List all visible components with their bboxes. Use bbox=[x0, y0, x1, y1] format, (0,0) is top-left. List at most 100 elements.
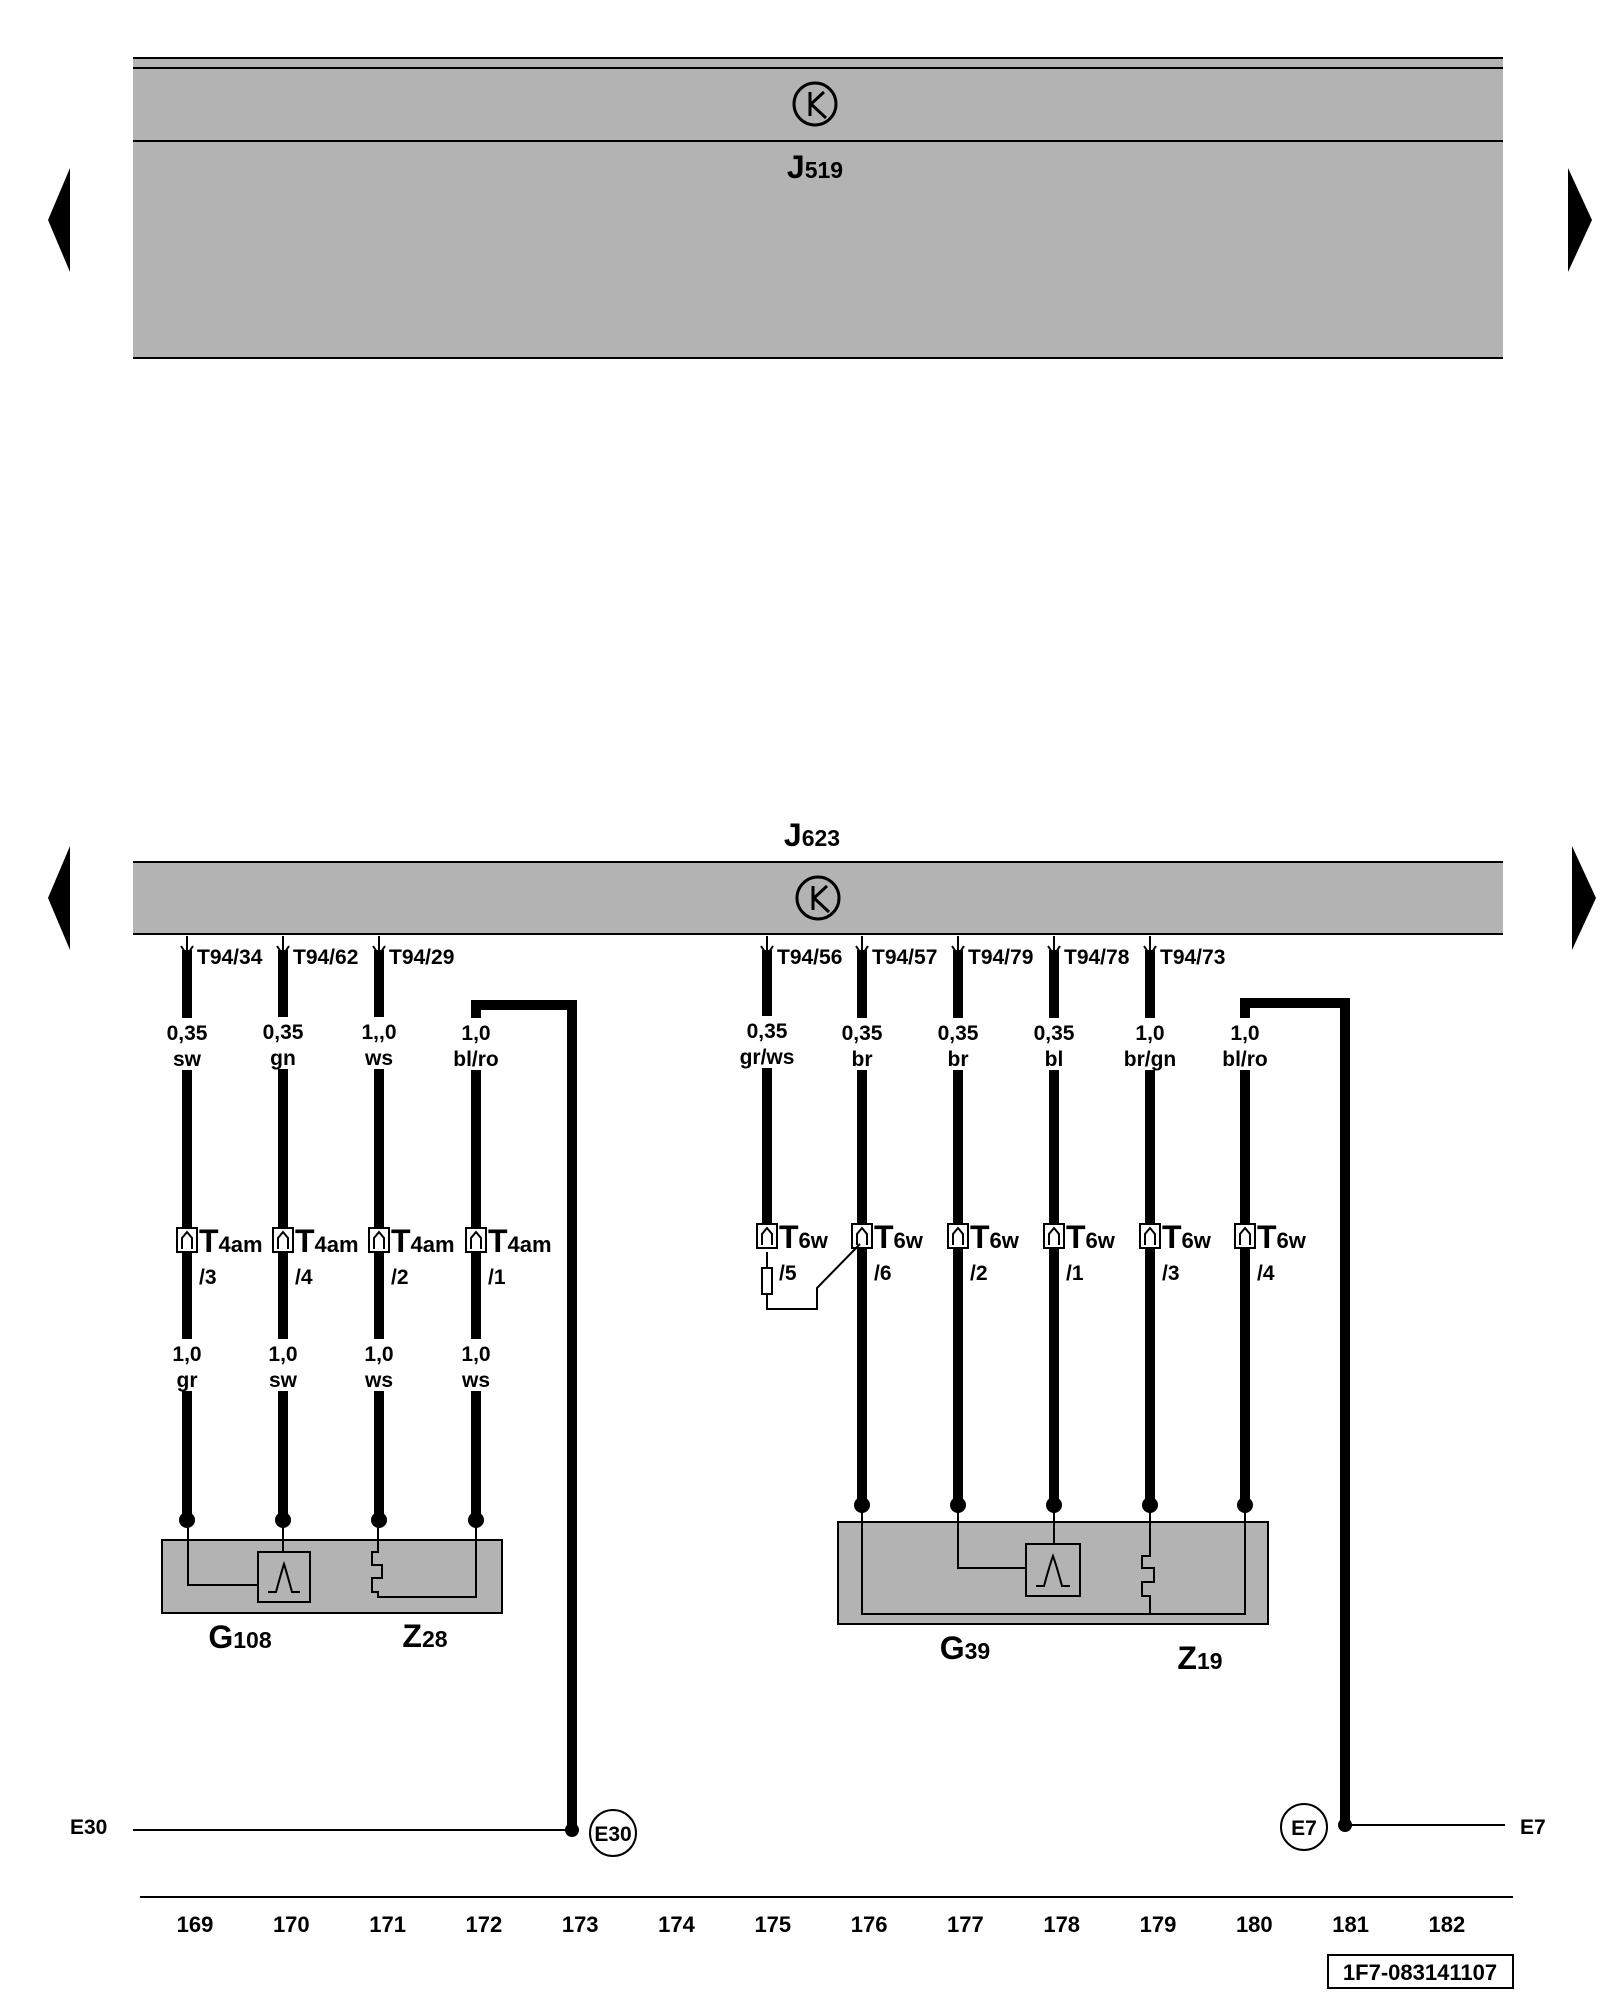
pin-label: T94/78 bbox=[1064, 946, 1130, 969]
wire-size: 0,35 bbox=[747, 1020, 788, 1043]
wire-size: 0,35 bbox=[263, 1021, 304, 1044]
wire-color: sw bbox=[269, 1369, 298, 1392]
column-number: 171 bbox=[369, 1912, 406, 1937]
control-unit-icon bbox=[792, 81, 838, 127]
wire-ground-e30 bbox=[471, 1000, 577, 1830]
prev-page-arrow-top[interactable] bbox=[48, 168, 70, 272]
connector-8: T6w/3 bbox=[1139, 1219, 1212, 1285]
connector-0: T4am/3 bbox=[176, 1223, 263, 1289]
connector-label: T4am bbox=[488, 1223, 552, 1259]
column-number: 180 bbox=[1236, 1912, 1273, 1937]
pin-0: T94/34 bbox=[180, 936, 263, 969]
wire-size: 0,35 bbox=[1034, 1022, 1075, 1045]
component-label-2: G39 bbox=[940, 1630, 990, 1666]
connectors-layer: T4am/3T4am/4T4am/2T4am/1T6w/5T6w/6T6w/2T… bbox=[176, 1219, 1307, 1289]
connector-label: T6w bbox=[1257, 1219, 1307, 1255]
wire-color: br bbox=[948, 1048, 969, 1071]
column-number: 173 bbox=[562, 1912, 599, 1937]
connector-pin: /2 bbox=[391, 1266, 409, 1289]
wire-size: 1,0 bbox=[172, 1343, 201, 1366]
wire-color: bl/ro bbox=[1222, 1048, 1268, 1071]
connector-pin: /4 bbox=[1257, 1262, 1275, 1285]
column-number: 169 bbox=[177, 1912, 214, 1937]
ground-e30-label: E30 bbox=[70, 1816, 107, 1839]
column-number: 179 bbox=[1140, 1912, 1177, 1937]
pin-4: T94/57 bbox=[855, 936, 937, 969]
column-number: 177 bbox=[947, 1912, 984, 1937]
pin-6: T94/78 bbox=[1047, 936, 1130, 969]
wire-color: sw bbox=[173, 1048, 202, 1071]
pin-label: T94/79 bbox=[968, 946, 1033, 969]
connector-label: T4am bbox=[199, 1223, 263, 1259]
wire-size: 0,35 bbox=[167, 1022, 208, 1045]
connector-pin: /3 bbox=[1162, 1262, 1180, 1285]
wire-color: ws bbox=[461, 1369, 490, 1392]
column-number: 176 bbox=[851, 1912, 888, 1937]
connector-2: T4am/2 bbox=[368, 1223, 455, 1289]
ground-e30-circle bbox=[589, 1809, 637, 1857]
connector-7: T6w/1 bbox=[1043, 1219, 1116, 1285]
connector-pin: /2 bbox=[970, 1262, 988, 1285]
document-id-box: 1F7-083141107 bbox=[1327, 1954, 1514, 1989]
pins-layer: T94/34 T94/62 T94/29 T94/56 T94/57 T94/79 T94/… bbox=[180, 936, 1225, 969]
pin-5: T94/79 bbox=[951, 936, 1033, 969]
column-number: 175 bbox=[754, 1912, 791, 1937]
component-label-3: Z19 bbox=[1177, 1640, 1222, 1676]
connector-label: T4am bbox=[295, 1223, 359, 1259]
connector-label: T4am bbox=[391, 1223, 455, 1259]
ground-e30-circle-label: E30 bbox=[594, 1823, 631, 1846]
connector-label: T6w bbox=[1162, 1219, 1212, 1255]
resistor-bridge bbox=[761, 1243, 861, 1310]
module-j623 bbox=[133, 861, 1503, 935]
connector-label: T6w bbox=[874, 1219, 924, 1255]
next-page-arrow-bottom[interactable] bbox=[1572, 846, 1596, 950]
connector-pin: /3 bbox=[199, 1266, 217, 1289]
module-j519: J519 bbox=[133, 57, 1503, 359]
connector-pin: /1 bbox=[1066, 1262, 1084, 1285]
pin-label: T94/62 bbox=[293, 946, 358, 969]
connector-pin: /4 bbox=[295, 1266, 313, 1289]
connector-1: T4am/4 bbox=[272, 1223, 359, 1289]
next-page-arrow-top[interactable] bbox=[1568, 168, 1592, 272]
document-id: 1F7-083141107 bbox=[1343, 1960, 1497, 1985]
wires-layer bbox=[179, 950, 1350, 1830]
connector-pin: /6 bbox=[874, 1262, 892, 1285]
wire-color: bl/ro bbox=[453, 1048, 499, 1071]
wire-color: bl bbox=[1045, 1048, 1064, 1071]
connector-label: T6w bbox=[970, 1219, 1020, 1255]
connector-pin: /1 bbox=[488, 1266, 506, 1289]
ground-e7-circle bbox=[1280, 1803, 1328, 1851]
module-j519-label: J519 bbox=[787, 149, 843, 185]
wire-color: ws bbox=[364, 1047, 393, 1070]
pin-label: T94/57 bbox=[872, 946, 937, 969]
wire-size: 1,0 bbox=[461, 1022, 490, 1045]
pin-label: T94/73 bbox=[1160, 946, 1225, 969]
column-number: 181 bbox=[1332, 1912, 1369, 1937]
pin-7: T94/73 bbox=[1143, 936, 1225, 969]
wire-color: gr bbox=[177, 1369, 198, 1392]
wire-size: 1,0 bbox=[461, 1343, 490, 1366]
pin-label: T94/29 bbox=[389, 946, 454, 969]
wire-color: ws bbox=[364, 1369, 393, 1392]
connector-9: T6w/4 bbox=[1234, 1219, 1307, 1285]
wire-ground-e7 bbox=[1240, 998, 1350, 1825]
column-number: 172 bbox=[466, 1912, 503, 1937]
pin-3: T94/56 bbox=[760, 936, 842, 969]
control-unit-icon bbox=[795, 875, 841, 921]
prev-page-arrow-bottom[interactable] bbox=[48, 846, 70, 950]
component-label-0: G108 bbox=[208, 1619, 271, 1655]
pin-label: T94/56 bbox=[777, 946, 842, 969]
wire-color: br/gn bbox=[1124, 1048, 1177, 1071]
ground-e30: E30 E30 bbox=[70, 1809, 637, 1857]
module-j623-label: J623 bbox=[784, 817, 840, 853]
ground-e30-junction bbox=[565, 1823, 579, 1837]
wire-size: 1,,0 bbox=[361, 1021, 396, 1044]
connector-5: T6w/6 bbox=[851, 1219, 924, 1285]
wire-color: gr/ws bbox=[740, 1046, 795, 1069]
wire-color: br bbox=[852, 1048, 873, 1071]
column-number: 170 bbox=[273, 1912, 310, 1937]
connector-label: T6w bbox=[1066, 1219, 1116, 1255]
column-number: 182 bbox=[1429, 1912, 1466, 1937]
